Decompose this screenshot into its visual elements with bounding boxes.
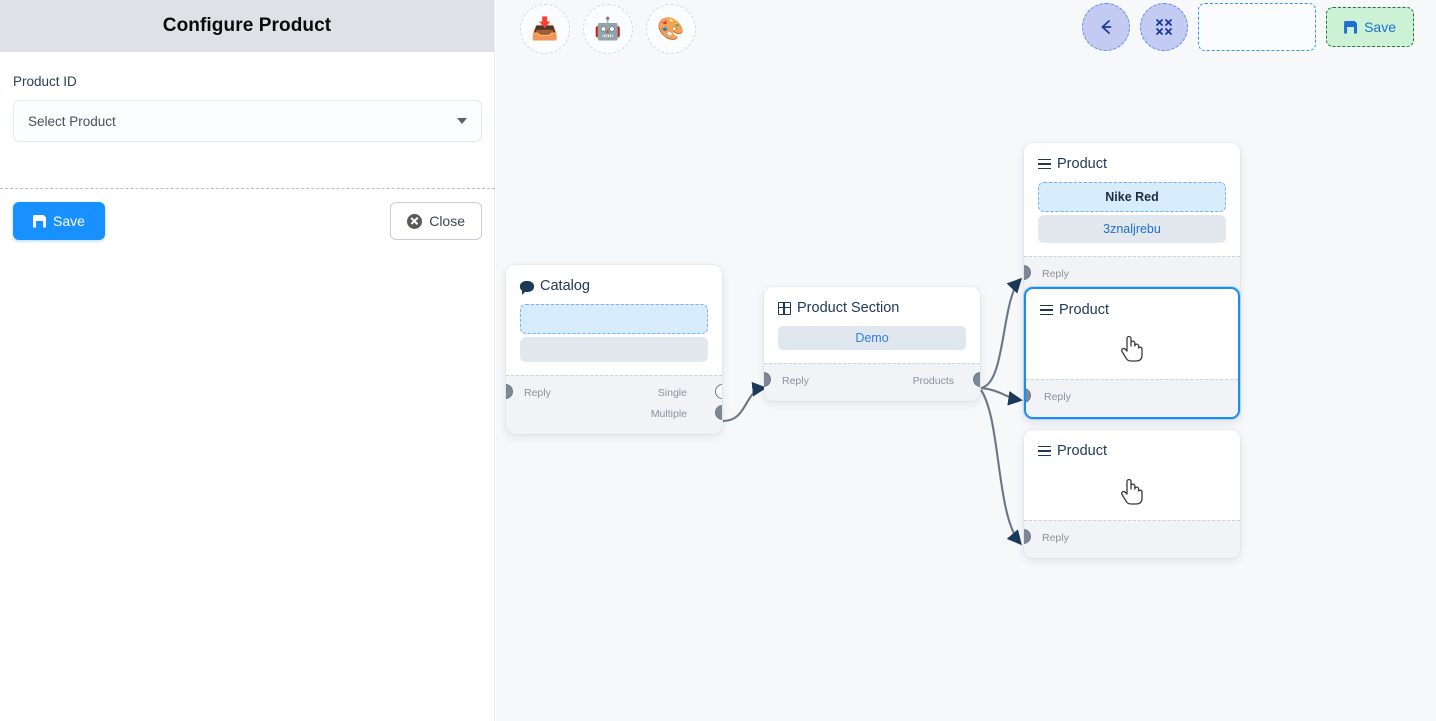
node-product-section-title: Product Section <box>797 300 900 316</box>
grid-icon <box>778 301 791 315</box>
node-catalog-body <box>506 304 722 375</box>
edge-catalog-to-product-section <box>722 381 767 423</box>
arrow-left-icon <box>1101 20 1112 34</box>
node-product-2-title: Product <box>1059 302 1109 318</box>
panel-header: Configure Product <box>0 0 494 52</box>
edge-section-to-product-3 <box>980 389 1022 546</box>
robot-icon[interactable]: 🤖 <box>583 4 633 54</box>
catalog-port-multiple-label: Multiple <box>650 408 687 420</box>
node-catalog-header: Catalog <box>506 265 722 304</box>
product-select-value: Select Product <box>28 113 116 129</box>
product-1-option[interactable]: 3znaljrebu <box>1038 215 1226 243</box>
product-3-port-reply-label: Reply <box>1042 532 1069 544</box>
close-button-label: Close <box>429 213 465 229</box>
node-product-2-header: Product <box>1026 289 1238 328</box>
close-button[interactable]: Close <box>390 202 482 240</box>
node-product-3[interactable]: Product Reply <box>1024 430 1240 558</box>
panel-divider <box>0 188 495 189</box>
product-2-port-reply-label: Reply <box>1044 391 1071 403</box>
node-product-2-body <box>1026 328 1238 379</box>
node-product-section[interactable]: Product Section Demo Reply Products <box>764 287 980 401</box>
empty-toolbar-slot[interactable] <box>1198 3 1317 51</box>
hamburger-icon <box>1038 445 1051 457</box>
catalog-port-reply-label: Reply <box>524 387 551 399</box>
floppy-disk-icon <box>33 215 46 228</box>
edge-section-to-product-2 <box>980 386 1023 406</box>
node-product-2-footer: Reply <box>1026 379 1238 417</box>
floppy-disk-icon <box>1344 21 1357 34</box>
product-1-port-reply-label: Reply <box>1042 268 1069 280</box>
node-catalog-footer: Reply Single Multiple <box>506 375 722 434</box>
product-select[interactable]: Select Product <box>13 100 482 142</box>
collapse-button[interactable] <box>1140 3 1189 51</box>
product-2-port-reply[interactable] <box>1026 388 1031 403</box>
product-1-port-reply[interactable] <box>1024 265 1031 280</box>
back-button[interactable] <box>1082 3 1131 51</box>
node-product-section-header: Product Section <box>764 287 980 326</box>
panel-body: Product ID Select Product <box>0 52 494 142</box>
product-section-port-reply-label: Reply <box>782 375 809 387</box>
close-icon <box>407 213 423 229</box>
node-product-3-footer: Reply <box>1024 520 1240 558</box>
node-product-3-body <box>1024 469 1240 520</box>
catalog-block-1[interactable] <box>520 304 708 334</box>
catalog-block-2[interactable] <box>520 337 708 362</box>
node-product-1-header: Product <box>1024 143 1240 182</box>
product-section-port-reply[interactable] <box>764 372 771 387</box>
panel-footer: Save Close <box>0 189 495 253</box>
node-product-2[interactable]: Product Reply <box>1024 287 1240 419</box>
node-product-1-title: Product <box>1057 156 1107 172</box>
save-button-label: Save <box>53 213 85 229</box>
collapse-arrows-icon <box>1156 19 1172 35</box>
edge-section-to-product-1 <box>980 277 1023 390</box>
hamburger-icon <box>1038 158 1051 170</box>
canvas-toolbar-right: Save <box>1082 3 1414 51</box>
product-section-demo-button[interactable]: Demo <box>778 326 966 350</box>
catalog-port-multiple[interactable] <box>715 405 722 420</box>
node-product-3-header: Product <box>1024 430 1240 469</box>
node-product-section-footer: Reply Products <box>764 363 980 401</box>
inbox-tray-icon[interactable]: 📥 <box>520 4 570 54</box>
node-product-3-title: Product <box>1057 443 1107 459</box>
node-product-section-body: Demo <box>764 326 980 363</box>
product-1-variant[interactable]: Nike Red <box>1038 182 1226 212</box>
save-button[interactable]: Save <box>13 202 105 240</box>
flow-canvas[interactable]: 📥 🤖 🎨 <box>496 0 1436 721</box>
catalog-port-single-label: Single <box>657 387 687 399</box>
canvas-toolbar-left: 📥 🤖 🎨 <box>520 4 696 54</box>
node-catalog-title: Catalog <box>540 278 590 294</box>
configure-product-panel: Configure Product Product ID Select Prod… <box>0 0 495 721</box>
chat-bubble-icon <box>520 280 534 295</box>
hamburger-icon <box>1040 304 1053 316</box>
product-3-port-reply[interactable] <box>1024 529 1031 544</box>
node-product-1[interactable]: Product Nike Red 3znaljrebu Reply <box>1024 143 1240 294</box>
palette-icon[interactable]: 🎨 <box>646 4 696 54</box>
canvas-save-label: Save <box>1364 19 1396 35</box>
page-title: Configure Product <box>162 15 332 36</box>
product-section-port-products-label: Products <box>912 375 954 387</box>
product-id-label: Product ID <box>13 74 77 89</box>
chevron-down-icon <box>457 118 467 124</box>
product-section-port-products[interactable] <box>973 372 980 387</box>
node-catalog[interactable]: Catalog Reply Single Multiple <box>506 265 722 434</box>
catalog-port-reply[interactable] <box>506 384 513 399</box>
catalog-port-single[interactable] <box>715 384 722 399</box>
canvas-save-button[interactable]: Save <box>1326 7 1414 47</box>
node-product-1-body: Nike Red 3znaljrebu <box>1024 182 1240 256</box>
